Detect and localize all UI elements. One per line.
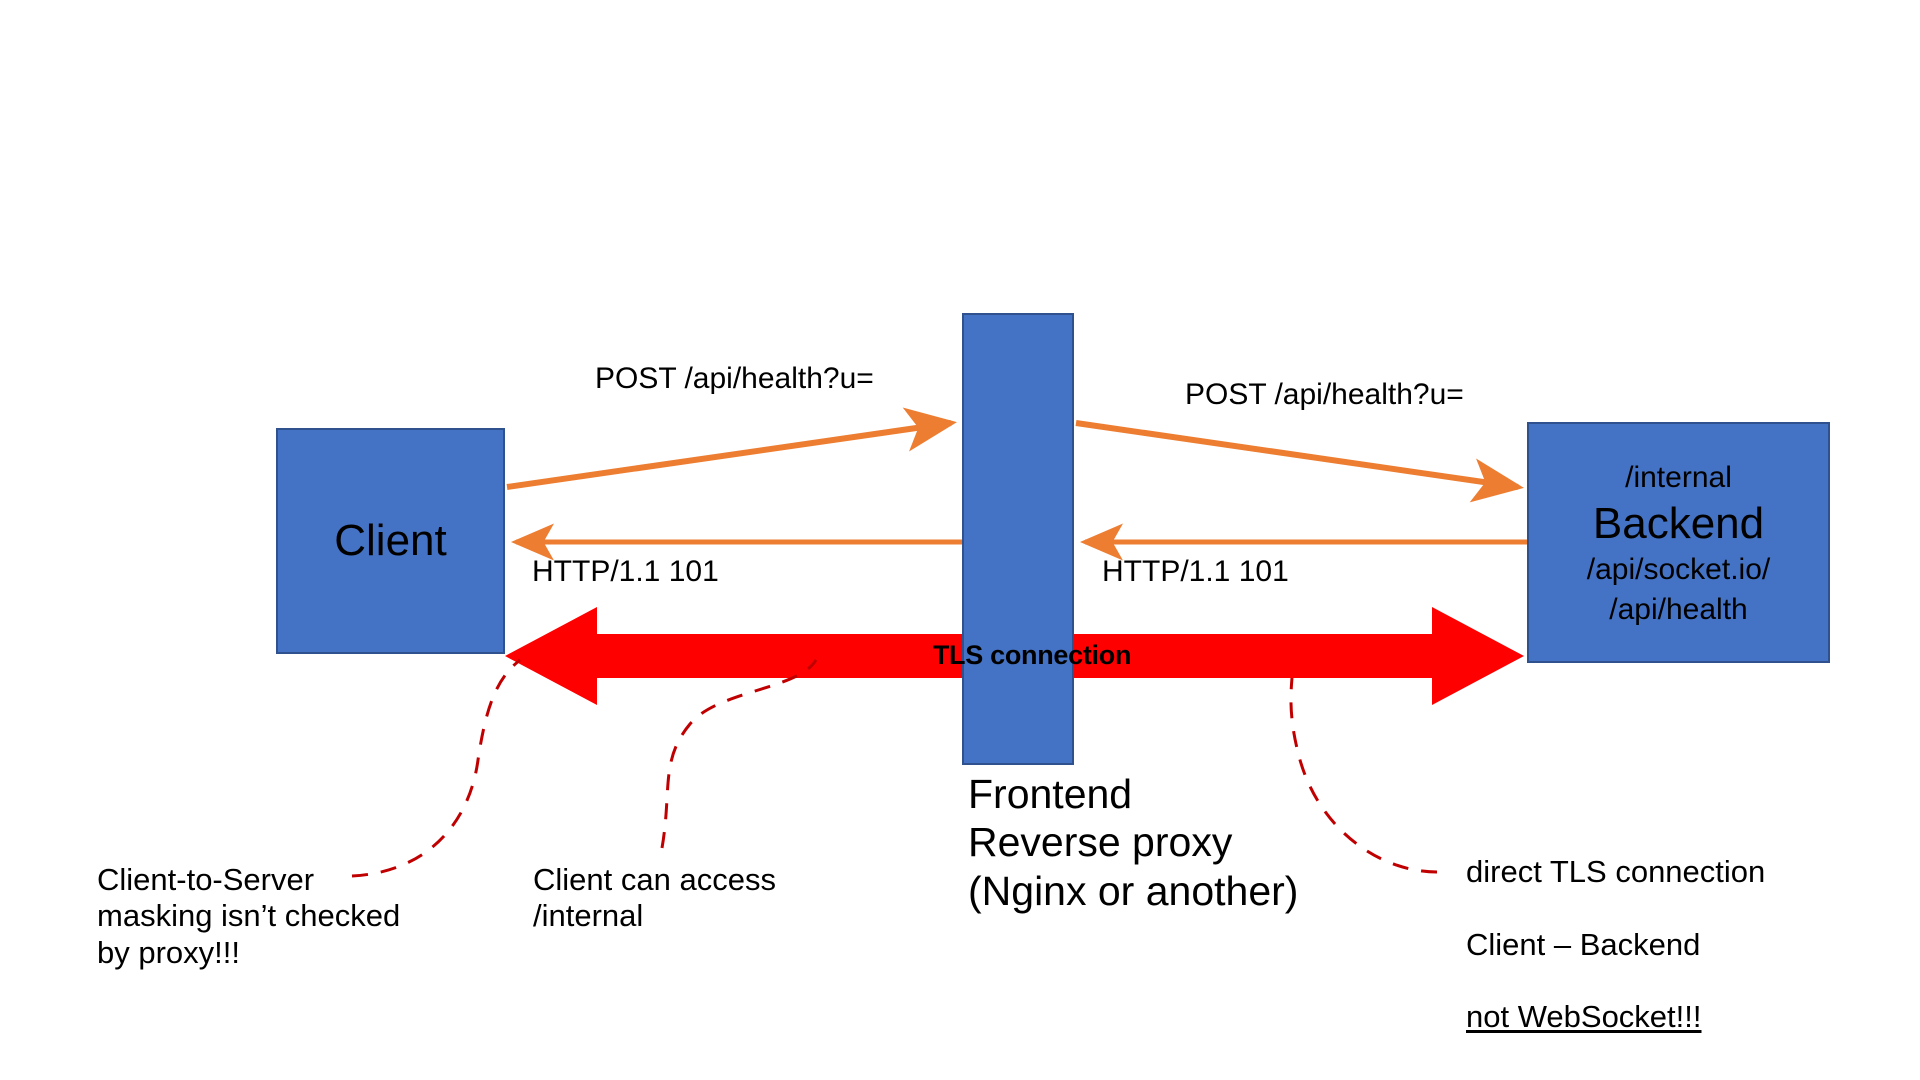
- edge-label-post-client-to-proxy: POST /api/health?u=: [595, 362, 874, 395]
- node-backend-path-health: /api/health: [1609, 593, 1748, 627]
- annotation-direct-tls-line1: direct TLS connection: [1466, 854, 1766, 890]
- arrow-post-client-to-proxy: [506, 407, 957, 490]
- edge-label-post-proxy-to-backend: POST /api/health?u=: [1185, 378, 1464, 411]
- node-backend-path-internal: /internal: [1625, 461, 1732, 495]
- node-reverse-proxy[interactable]: [962, 313, 1074, 765]
- callout-line-masking: [351, 658, 521, 878]
- callout-line-internal: [660, 659, 818, 849]
- edge-label-response-backend-to-proxy: HTTP/1.1 101: [1102, 555, 1289, 588]
- annotation-direct-tls-line2: Client – Backend: [1466, 926, 1701, 962]
- edge-label-tls-connection: TLS connection: [932, 640, 1132, 670]
- node-client[interactable]: Client: [276, 428, 505, 654]
- annotation-masking-not-checked: Client-to-Server masking isn’t checked b…: [97, 862, 401, 970]
- node-backend-title: Backend: [1592, 498, 1765, 548]
- annotation-direct-tls: direct TLS connection Client – Backend n…: [1466, 818, 1765, 1072]
- node-backend[interactable]: /internal Backend /api/socket.io/ /api/h…: [1527, 422, 1830, 663]
- annotation-client-can-access-internal: Client can access /internal: [533, 862, 776, 934]
- node-reverse-proxy-caption: Frontend Reverse proxy (Nginx or another…: [968, 771, 1299, 914]
- edge-label-response-proxy-to-client: HTTP/1.1 101: [532, 555, 719, 588]
- annotation-direct-tls-line3: not WebSocket!!!: [1466, 999, 1702, 1035]
- arrow-post-proxy-to-backend: [1075, 420, 1524, 503]
- node-backend-path-socketio: /api/socket.io/: [1586, 552, 1771, 586]
- node-client-label: Client: [334, 516, 447, 565]
- callout-line-direct: [1289, 677, 1438, 874]
